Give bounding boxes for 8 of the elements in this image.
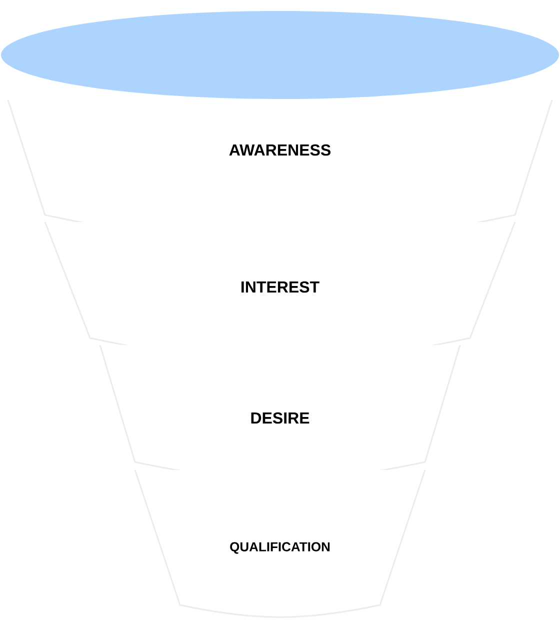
funnel-band: AWARENESS	[7, 100, 553, 244]
node-label: QUALIFICATION	[230, 542, 330, 554]
funnel-band: INTEREST	[44, 222, 516, 362]
funnel-band: QUALIFICATION	[134, 470, 426, 618]
funnel-band: DESIRE	[99, 344, 461, 480]
node-label: INTEREST	[242, 281, 320, 293]
funnel-top-ellipse	[1, 11, 559, 99]
node-label: DESIRE	[251, 412, 310, 424]
